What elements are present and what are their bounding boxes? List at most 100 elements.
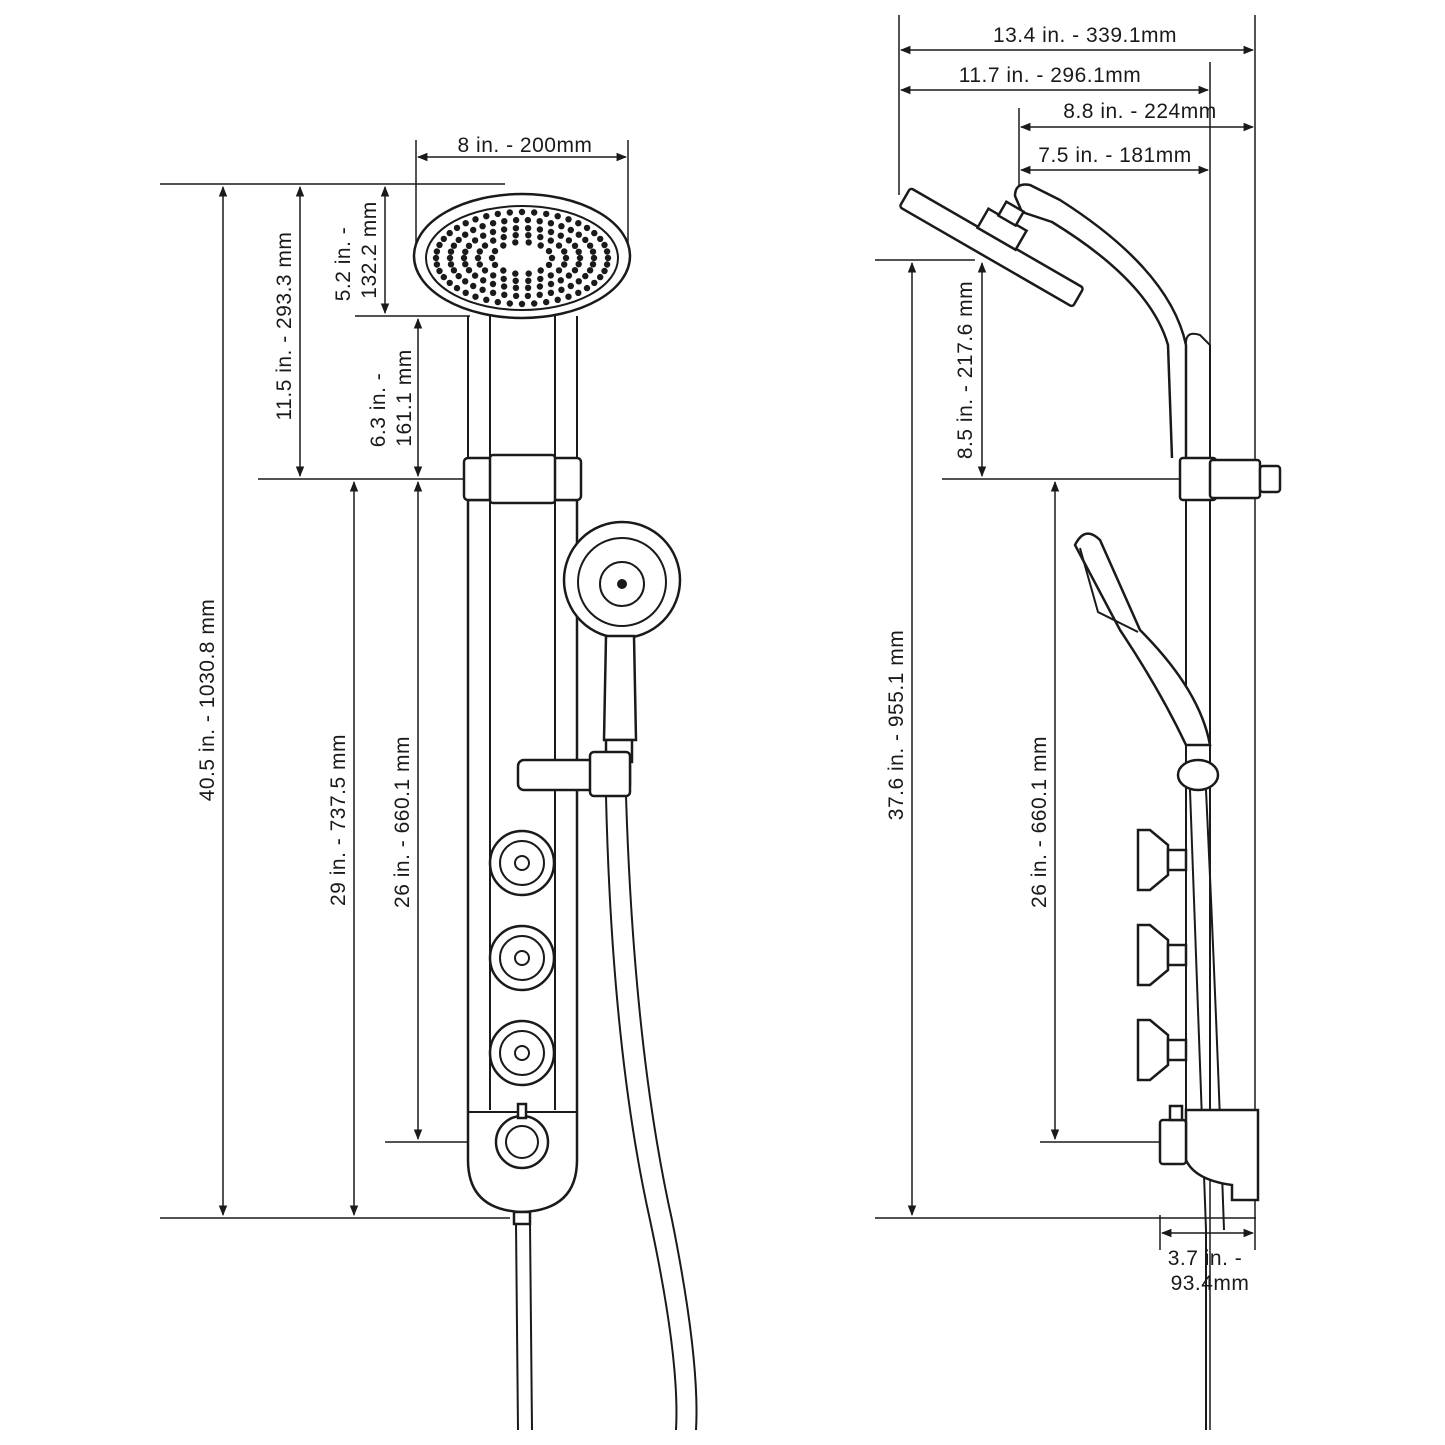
nozzle-dot xyxy=(575,248,582,255)
nozzle-dot xyxy=(557,277,564,284)
nozzle-dot xyxy=(460,254,468,262)
nozzle-dot xyxy=(537,275,544,283)
nozzle-dot xyxy=(575,261,582,268)
nozzle-dot xyxy=(483,213,490,220)
nozzle-dot xyxy=(447,248,455,255)
control-knob xyxy=(494,1114,550,1170)
nozzle-dot xyxy=(558,286,565,293)
nozzle-dot xyxy=(453,224,461,232)
nozzle-dot xyxy=(501,291,508,298)
nozzle-dot xyxy=(589,261,597,268)
side-control-housing xyxy=(1184,1108,1260,1202)
nozzle-dot xyxy=(462,220,469,227)
nozzle-dot xyxy=(500,226,508,233)
nozzle-dot xyxy=(603,261,611,268)
nozzle-dot xyxy=(440,273,447,281)
dim-side-head-height: 37.6 in. - 955.1 mm xyxy=(885,630,908,820)
nozzle-dot xyxy=(446,279,453,287)
nozzle-dot xyxy=(571,267,579,274)
nozzle-dot xyxy=(491,247,499,255)
nozzle-dot xyxy=(491,261,499,269)
nozzle-dot xyxy=(547,289,555,296)
nozzle-dot xyxy=(512,284,520,291)
side-jet xyxy=(1136,923,1188,987)
nozzle-dot xyxy=(565,272,573,279)
dim-head-reach: 11.7 in. - 296.1mm xyxy=(959,64,1142,87)
nozzle-dot xyxy=(524,225,532,232)
nozzle-dot xyxy=(525,277,532,284)
front-view: 8 in. - 200mm 40.5 in. - 1030.8 mm 11.5 … xyxy=(160,134,698,1431)
nozzle-dot xyxy=(501,218,508,225)
nozzle-dot xyxy=(531,300,538,307)
nozzle-dot xyxy=(531,209,538,216)
nozzle-dot xyxy=(500,233,507,241)
nozzle-dot xyxy=(465,267,473,274)
nozzle-dot xyxy=(462,278,469,285)
nozzle-dot xyxy=(575,278,582,285)
nozzle-dot xyxy=(590,254,598,262)
side-jet xyxy=(1136,828,1188,892)
nozzle-dot xyxy=(500,275,507,283)
nozzle-dot xyxy=(450,267,458,274)
side-jet xyxy=(1136,1018,1188,1082)
nozzle-dot xyxy=(489,280,497,288)
nozzle-dot xyxy=(537,242,544,249)
nozzle-dot xyxy=(481,267,489,274)
nozzle-dot xyxy=(536,283,544,290)
dim-overall-height: 40.5 in. - 1030.8 mm xyxy=(196,599,219,802)
nozzle-dot xyxy=(582,272,589,280)
nozzle-dot xyxy=(500,283,508,290)
nozzle-dot xyxy=(548,254,556,262)
nozzle-dot xyxy=(582,236,589,244)
nozzle-dot xyxy=(500,267,507,274)
nozzle-dot xyxy=(597,235,604,243)
nozzle-dot xyxy=(547,220,555,227)
nozzle-dot xyxy=(453,284,461,292)
nozzle-dot xyxy=(565,237,573,244)
dim-head-to-bracket-line1: 6.3 in. - xyxy=(367,373,390,448)
nozzle-dot xyxy=(589,248,597,255)
nozzle-dot xyxy=(489,220,497,227)
nozzle-dot xyxy=(462,261,469,268)
nozzle-dot xyxy=(436,241,443,249)
nozzle-dot xyxy=(472,293,479,300)
nozzle-dot xyxy=(547,272,554,279)
nozzle-dot xyxy=(433,261,441,268)
nozzle-dot xyxy=(571,242,579,249)
nozzle-dot xyxy=(506,209,513,216)
nozzle-dot xyxy=(561,261,568,268)
nozzle-dot xyxy=(555,242,563,249)
nozzle-dot xyxy=(512,270,519,277)
nozzle-dot xyxy=(524,284,532,291)
nozzle-dot xyxy=(565,293,572,300)
dim-top-to-bracket: 11.5 in. - 293.3 mm xyxy=(273,232,296,421)
dim-panel-depth-line1: 3.7 in. - xyxy=(1168,1247,1243,1270)
dim-side-bracket-to-outlet: 26 in. - 660.1 mm xyxy=(1028,736,1051,908)
side-rain-head xyxy=(899,187,1084,308)
nozzle-dot xyxy=(446,229,453,237)
nozzle-dot xyxy=(601,267,608,275)
body-jet xyxy=(488,1019,556,1087)
nozzle-dot xyxy=(525,270,532,277)
nozzle-dot xyxy=(518,208,526,216)
nozzle-dot xyxy=(543,210,550,218)
rain-head-nozzles xyxy=(432,208,612,308)
nozzle-dot xyxy=(512,225,520,232)
nozzle-dot xyxy=(565,216,572,223)
nozzle-dot xyxy=(558,223,565,230)
nozzle-dot xyxy=(472,216,479,223)
nozzle-dot xyxy=(601,241,608,249)
nozzle-dot xyxy=(479,223,486,230)
nozzle-dot xyxy=(524,216,532,224)
nozzle-dot xyxy=(476,261,483,268)
nozzle-dot xyxy=(512,216,520,224)
nozzle-dot xyxy=(489,228,497,236)
nozzle-dot xyxy=(470,226,477,234)
nozzle-dot xyxy=(512,292,520,300)
nozzle-dot xyxy=(591,229,598,237)
nozzle-dot xyxy=(494,210,501,218)
nozzle-dot xyxy=(462,231,469,238)
nozzle-dot xyxy=(512,277,519,284)
nozzle-dot xyxy=(591,279,598,287)
dim-bracket-to-bottom: 29 in. - 737.5 mm xyxy=(327,734,350,906)
